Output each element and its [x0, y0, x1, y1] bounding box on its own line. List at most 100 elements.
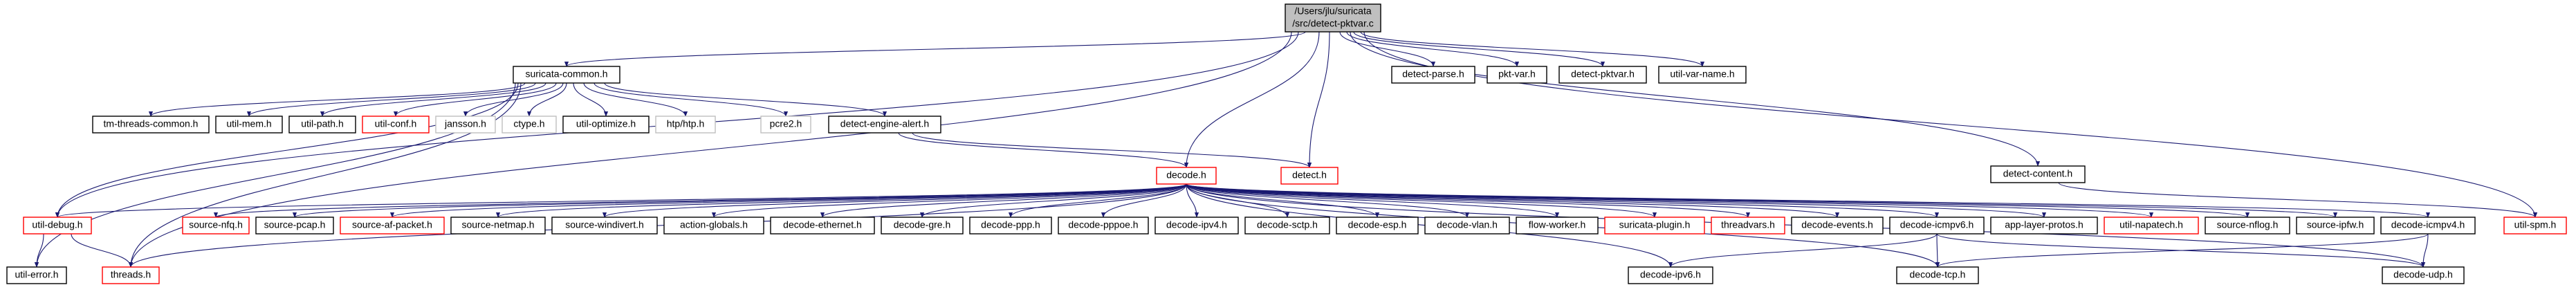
root-file-path-line-1: /Users/jlu/suricata	[1294, 6, 1371, 17]
node-util-var-name[interactable]: util-var-name.h	[1658, 66, 1747, 84]
node-label: action-globals.h	[680, 219, 748, 230]
edge-root-to-pkt-var	[1346, 31, 1520, 67]
edge-root-to-detect-pktvar	[1353, 31, 1605, 67]
node-label: decode-sctp.h	[1257, 219, 1318, 230]
node-jansson[interactable]: jansson.h	[435, 116, 496, 134]
node-label: decode-icmpv4.h	[2391, 219, 2465, 230]
node-label: decode-ipv6.h	[1640, 269, 1701, 280]
edge-root-to-util-spm	[1363, 31, 2537, 218]
node-util-spm[interactable]: util-spm.h	[2503, 217, 2567, 235]
node-label: pkt-var.h	[1498, 68, 1536, 80]
edge-suricata-common-to-util-conf	[393, 82, 557, 117]
edge-decode-to-app-layer-protos	[1186, 183, 2046, 218]
node-source-windivert[interactable]: source-windivert.h	[551, 217, 658, 235]
edge-decode-to-source-nfq	[214, 183, 1187, 218]
node-detect-engine-alert[interactable]: detect-engine-alert.h	[828, 116, 941, 134]
node-label: decode-gre.h	[894, 219, 951, 230]
edge-decode-to-source-windivert	[602, 183, 1187, 218]
node-label: decode-udp.h	[2393, 269, 2453, 280]
node-decode-pppoe[interactable]: decode-pppoe.h	[1058, 217, 1149, 235]
node-htp[interactable]: htp/htp.h	[655, 116, 716, 134]
node-label: threads.h	[111, 269, 151, 280]
edge-suricata-common-to-util-error	[34, 82, 516, 268]
node-pkt-var[interactable]: pkt-var.h	[1487, 66, 1547, 84]
edge-root-to-detect	[1307, 31, 1330, 168]
node-decode-tcp[interactable]: decode-tcp.h	[1896, 266, 1979, 284]
node-source-af-packet[interactable]: source-af-packet.h	[340, 217, 445, 235]
node-detect[interactable]: detect.h	[1280, 167, 1338, 185]
node-decode-gre[interactable]: decode-gre.h	[881, 217, 964, 235]
edge-decode-to-source-af-packet	[390, 183, 1187, 218]
node-label: tm-threads-common.h	[104, 118, 199, 129]
edge-decode-to-threadvars	[1186, 183, 1750, 218]
node-source-ipfw[interactable]: source-ipfw.h	[2296, 217, 2375, 235]
node-label: detect-pktvar.h	[1571, 68, 1635, 80]
node-ctype[interactable]: ctype.h	[502, 116, 557, 134]
node-label: app-layer-protos.h	[2005, 219, 2083, 230]
node-action-globals[interactable]: action-globals.h	[663, 217, 764, 235]
root-file-node[interactable]: /Users/jlu/suricata /src/detect-pktvar.c	[1285, 3, 1381, 33]
node-suricata-common[interactable]: suricata-common.h	[513, 66, 620, 84]
node-detect-content[interactable]: detect-content.h	[1990, 165, 2086, 183]
node-suricata-plugin[interactable]: suricata-plugin.h	[1604, 217, 1705, 235]
node-decode-ipv4[interactable]: decode-ipv4.h	[1154, 217, 1239, 235]
node-decode-esp[interactable]: decode-esp.h	[1336, 217, 1419, 235]
node-threads[interactable]: threads.h	[102, 266, 160, 284]
node-label: source-nflog.h	[2217, 219, 2279, 230]
node-util-debug[interactable]: util-debug.h	[23, 217, 92, 235]
node-threadvars[interactable]: threadvars.h	[1711, 217, 1785, 235]
edge-decode-to-decode-events	[1186, 183, 1839, 218]
node-label: source-pcap.h	[264, 219, 326, 230]
node-decode-ethernet[interactable]: decode-ethernet.h	[770, 217, 875, 235]
edge-decode-to-decode-icmpv4	[1186, 183, 2430, 218]
node-decode-sctp[interactable]: decode-sctp.h	[1244, 217, 1330, 235]
node-label: decode-pppoe.h	[1068, 219, 1138, 230]
node-label: pcre2.h	[770, 118, 802, 129]
node-label: util-debug.h	[32, 219, 82, 230]
edge-suricata-common-to-util-debug	[55, 82, 519, 218]
node-source-pcap[interactable]: source-pcap.h	[255, 217, 334, 235]
node-decode-vlan[interactable]: decode-vlan.h	[1424, 217, 1510, 235]
node-label: source-nfq.h	[189, 219, 243, 230]
edge-decode-to-flow-worker	[1186, 183, 1559, 218]
node-label: source-netmap.h	[461, 219, 534, 230]
node-util-path[interactable]: util-path.h	[288, 116, 356, 134]
node-decode-udp[interactable]: decode-udp.h	[2382, 266, 2465, 284]
edge-decode-to-decode-icmpv6	[1186, 183, 1939, 218]
edge-suricata-common-to-threads	[128, 82, 522, 268]
node-label: flow-worker.h	[1529, 219, 1585, 230]
node-source-nfq[interactable]: source-nfq.h	[182, 217, 250, 235]
node-util-error[interactable]: util-error.h	[6, 266, 67, 284]
node-decode-ipv6[interactable]: decode-ipv6.h	[1628, 266, 1713, 284]
node-pcre2[interactable]: pcre2.h	[760, 116, 811, 134]
node-tm-threads-common[interactable]: tm-threads-common.h	[92, 116, 210, 134]
node-label: detect.h	[1292, 169, 1327, 181]
node-label: decode-events.h	[1801, 219, 1873, 230]
node-decode[interactable]: decode.h	[1156, 167, 1217, 185]
node-detect-pktvar[interactable]: detect-pktvar.h	[1558, 66, 1647, 84]
node-source-netmap[interactable]: source-netmap.h	[450, 217, 546, 235]
node-detect-parse[interactable]: detect-parse.h	[1391, 66, 1475, 84]
node-label: decode-icmpv6.h	[1900, 219, 1974, 230]
node-flow-worker[interactable]: flow-worker.h	[1516, 217, 1599, 235]
node-decode-icmpv4[interactable]: decode-icmpv4.h	[2380, 217, 2476, 235]
node-source-nflog[interactable]: source-nflog.h	[2205, 217, 2290, 235]
edge-decode-to-threads	[129, 183, 1187, 268]
edge-util-debug-to-util-error	[34, 233, 44, 268]
node-decode-ppp[interactable]: decode-ppp.h	[969, 217, 1052, 235]
node-util-napatech[interactable]: util-napatech.h	[2104, 217, 2199, 235]
edge-detect-content-to-util-spm	[2058, 182, 2537, 218]
node-util-optimize[interactable]: util-optimize.h	[562, 116, 650, 134]
node-decode-icmpv6[interactable]: decode-icmpv6.h	[1889, 217, 1985, 235]
node-util-conf[interactable]: util-conf.h	[362, 116, 430, 134]
edge-root-to-detect-content	[1350, 31, 2041, 167]
edge-suricata-common-to-util-path	[320, 82, 546, 117]
edge-decode-to-action-globals	[712, 183, 1187, 218]
node-decode-events[interactable]: decode-events.h	[1791, 217, 1884, 235]
node-app-layer-protos[interactable]: app-layer-protos.h	[1990, 217, 2098, 235]
edge-suricata-common-to-util-optimize	[573, 82, 609, 117]
node-util-mem[interactable]: util-mem.h	[215, 116, 283, 134]
edge-suricata-common-to-pcre2	[594, 82, 788, 117]
edge-decode-to-decode-vlan	[1186, 183, 1469, 218]
